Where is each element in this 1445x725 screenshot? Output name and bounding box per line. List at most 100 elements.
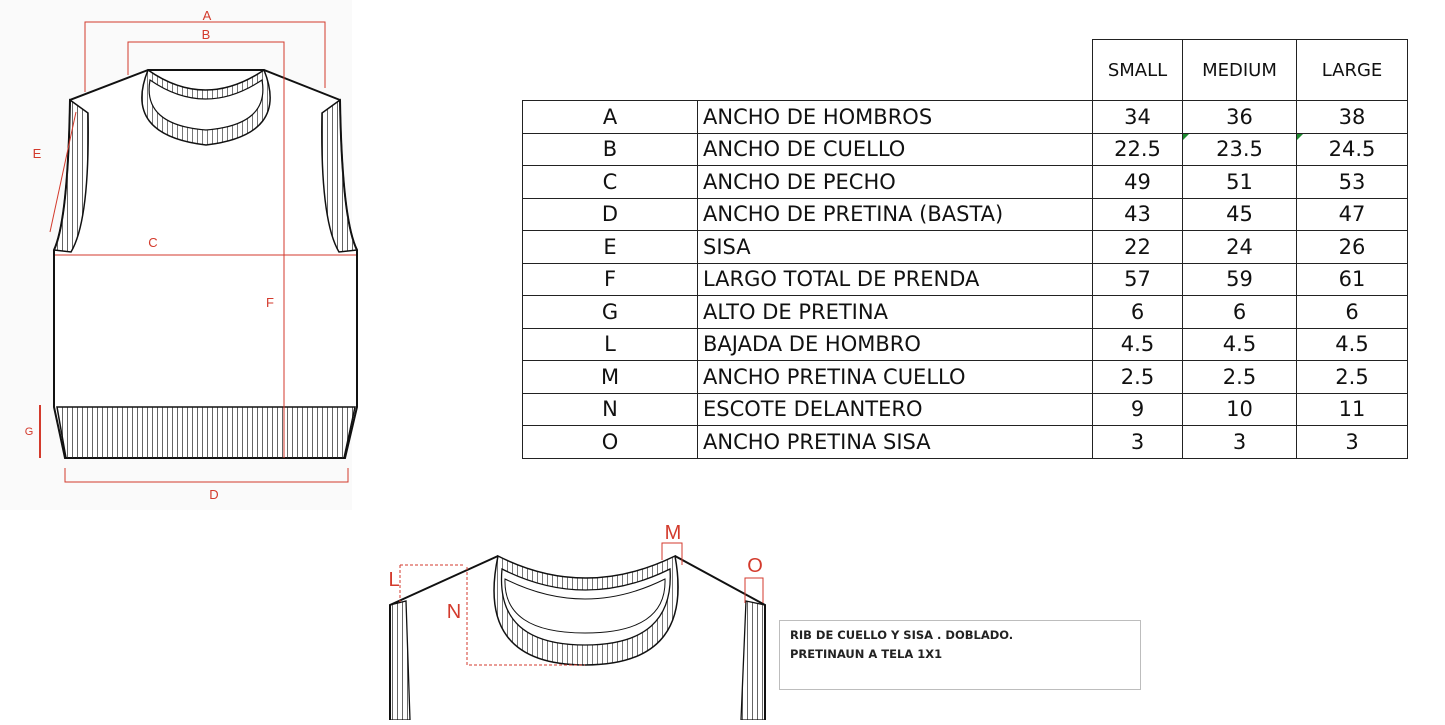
- label-d: D: [209, 487, 218, 502]
- value-medium: 4.5: [1182, 327, 1297, 361]
- table-row: E SISA 22 24 26: [522, 230, 1408, 264]
- value-small: 2.5: [1092, 360, 1183, 394]
- measure-a-line: [84, 21, 326, 92]
- value-medium: 6: [1182, 295, 1297, 329]
- value-small: 49: [1092, 165, 1183, 199]
- label-n: N: [447, 601, 461, 623]
- value-large: 38: [1296, 100, 1408, 134]
- value-medium: 59: [1182, 262, 1297, 296]
- row-description: LARGO TOTAL DE PRENDA: [697, 262, 1093, 296]
- value-medium: 45: [1182, 197, 1297, 231]
- measure-b-line: [127, 41, 285, 75]
- table-row: G ALTO DE PRETINA 6 6 6: [522, 295, 1408, 329]
- left-armhole-rib: [52, 98, 89, 253]
- row-code: F: [522, 262, 698, 296]
- table-header-row: SMALL MEDIUM LARGE: [523, 39, 1408, 101]
- value-medium: 3: [1182, 425, 1297, 459]
- row-code: B: [522, 132, 698, 166]
- neck-detail-sketch: L M N O: [388, 522, 766, 720]
- table-row: O ANCHO PRETINA SISA 3 3 3: [522, 425, 1408, 459]
- measure-n-line: [466, 567, 585, 666]
- right-armhole-rib: [321, 98, 359, 253]
- value-small: 34: [1092, 100, 1183, 134]
- row-code: D: [522, 197, 698, 231]
- value-large: 4.5: [1296, 327, 1408, 361]
- row-description: SISA: [697, 230, 1093, 264]
- value-large: 3: [1296, 425, 1408, 459]
- right-armhole-rib-detail: [740, 600, 766, 720]
- row-code: C: [522, 165, 698, 199]
- value-small: 4.5: [1092, 327, 1183, 361]
- row-description: ANCHO PRETINA CUELLO: [697, 360, 1093, 394]
- row-description: ALTO DE PRETINA: [697, 295, 1093, 329]
- table-row: C ANCHO DE PECHO 49 51 53: [522, 165, 1408, 199]
- note-line-1: RIB DE CUELLO Y SISA . DOBLADO.: [790, 628, 1014, 642]
- measure-e-line: [49, 111, 77, 233]
- value-large: 24.5: [1296, 132, 1408, 166]
- value-large: 61: [1296, 262, 1408, 296]
- comment-marker: [1183, 133, 1189, 140]
- table-row: A ANCHO DE HOMBROS 34 36 38: [522, 100, 1408, 134]
- value-large: 11: [1296, 392, 1408, 426]
- row-description: ESCOTE DELANTERO: [697, 392, 1093, 426]
- value-medium: 2.5: [1182, 360, 1297, 394]
- value-large: 2.5: [1296, 360, 1408, 394]
- value-small: 22: [1092, 230, 1183, 264]
- value-large: 6: [1296, 295, 1408, 329]
- value-small: 43: [1092, 197, 1183, 231]
- label-l: L: [388, 569, 399, 591]
- note-line-2: PRETINAUN A TELA 1X1: [790, 647, 943, 661]
- value-small: 9: [1092, 392, 1183, 426]
- row-code: O: [522, 425, 698, 459]
- row-description: ANCHO DE PECHO: [697, 165, 1093, 199]
- value-small: 57: [1092, 262, 1183, 296]
- label-e: E: [33, 146, 42, 161]
- table-row: M ANCHO PRETINA CUELLO 2.5 2.5 2.5: [522, 360, 1408, 394]
- header-large: LARGE: [1296, 39, 1408, 101]
- value-small: 3: [1092, 425, 1183, 459]
- row-code: G: [522, 295, 698, 329]
- row-description: ANCHO DE HOMBROS: [697, 100, 1093, 134]
- header-medium: MEDIUM: [1182, 39, 1297, 101]
- value-small: 6: [1092, 295, 1183, 329]
- row-code: A: [522, 100, 698, 134]
- size-chart-table: SMALL MEDIUM LARGE A ANCHO DE HOMBROS 34…: [522, 39, 1408, 459]
- table-row: N ESCOTE DELANTERO 9 10 11: [522, 392, 1408, 426]
- table-row: B ANCHO DE CUELLO 22.5 23.5 24.5: [522, 132, 1408, 166]
- value-small: 22.5: [1092, 132, 1183, 166]
- measure-d-line: [64, 468, 349, 483]
- construction-note: RIB DE CUELLO Y SISA . DOBLADO. PRETINAU…: [779, 620, 1141, 690]
- measure-m-line: [661, 542, 683, 565]
- header-small: SMALL: [1092, 39, 1183, 101]
- hem-rib: [56, 406, 356, 459]
- measure-l-line: [399, 564, 465, 602]
- value-medium: 51: [1182, 165, 1297, 199]
- row-description: ANCHO DE CUELLO: [697, 132, 1093, 166]
- row-code: M: [522, 360, 698, 394]
- row-code: N: [522, 392, 698, 426]
- row-description: ANCHO DE PRETINA (BASTA): [697, 197, 1093, 231]
- value-large: 26: [1296, 230, 1408, 264]
- label-f: F: [266, 295, 274, 310]
- label-a: A: [203, 8, 212, 23]
- label-g: G: [25, 426, 34, 438]
- value-large: 53: [1296, 165, 1408, 199]
- row-code: L: [522, 327, 698, 361]
- row-description: BAJADA DE HOMBRO: [697, 327, 1093, 361]
- value-large: 47: [1296, 197, 1408, 231]
- label-b: B: [202, 27, 211, 42]
- label-m: M: [665, 522, 682, 544]
- measure-o-line: [744, 577, 764, 603]
- vest-flat-sketch: A B C D E F G: [0, 0, 359, 510]
- value-medium: 10: [1182, 392, 1297, 426]
- value-medium: 24: [1182, 230, 1297, 264]
- table-row: D ANCHO DE PRETINA (BASTA) 43 45 47: [522, 197, 1408, 231]
- table-row: L BAJADA DE HOMBRO 4.5 4.5 4.5: [522, 327, 1408, 361]
- label-c: C: [148, 235, 157, 250]
- comment-marker: [1297, 133, 1303, 140]
- value-medium: 23.5: [1182, 132, 1297, 166]
- row-code: E: [522, 230, 698, 264]
- left-armhole-rib-detail: [389, 600, 411, 720]
- value-medium: 36: [1182, 100, 1297, 134]
- row-description: ANCHO PRETINA SISA: [697, 425, 1093, 459]
